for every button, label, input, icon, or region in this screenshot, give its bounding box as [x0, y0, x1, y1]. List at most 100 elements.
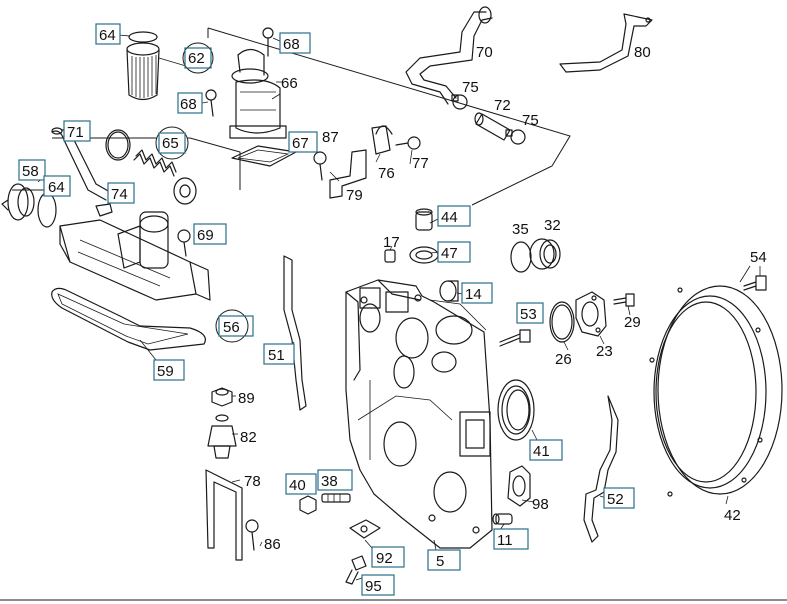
- callout-47: 47: [437, 241, 471, 263]
- svg-text:87: 87: [322, 129, 339, 146]
- callout-23: 23: [596, 343, 613, 360]
- seal-ring-26: [549, 301, 575, 343]
- callout-42: 42: [724, 507, 741, 524]
- callout-11: 11: [493, 528, 529, 550]
- callout-64-top: 64: [95, 23, 121, 45]
- svg-text:68: 68: [283, 36, 300, 53]
- engine-mount-82: [207, 414, 237, 459]
- svg-text:65: 65: [162, 135, 179, 152]
- callout-71: 71: [63, 120, 91, 142]
- svg-text:5: 5: [436, 553, 444, 570]
- gasket-52: [583, 395, 619, 543]
- callout-89: 89: [238, 390, 255, 407]
- svg-text:17: 17: [383, 234, 400, 251]
- svg-text:66: 66: [281, 75, 298, 92]
- svg-text:44: 44: [441, 209, 458, 226]
- callout-14: 14: [461, 282, 493, 304]
- svg-text:40: 40: [289, 477, 306, 494]
- svg-text:23: 23: [596, 343, 613, 360]
- svg-text:92: 92: [376, 550, 393, 567]
- seal-41: [497, 379, 535, 441]
- svg-text:62: 62: [188, 50, 205, 67]
- svg-text:42: 42: [724, 507, 741, 524]
- seal-ring-35: [510, 241, 532, 273]
- callout-26: 26: [555, 351, 572, 368]
- plug-44: [415, 208, 433, 231]
- svg-text:82: 82: [240, 429, 257, 446]
- svg-text:79: 79: [346, 187, 363, 204]
- callout-92: 92: [371, 546, 405, 568]
- callout-29: 29: [624, 314, 641, 331]
- seal-98: [507, 465, 531, 507]
- seal-ring-65a: [105, 129, 131, 161]
- svg-text:72: 72: [494, 97, 511, 114]
- callout-38: 38: [317, 469, 353, 491]
- svg-text:38: 38: [321, 473, 338, 490]
- callout-51: 51: [263, 343, 295, 365]
- svg-text:47: 47: [441, 245, 458, 262]
- svg-text:52: 52: [607, 491, 624, 508]
- bolt-29: [613, 293, 635, 307]
- seal-32: [529, 238, 561, 270]
- clip-76: [371, 125, 393, 155]
- bolt-87: [313, 151, 327, 181]
- callout-35: 35: [512, 221, 529, 238]
- svg-text:74: 74: [111, 186, 128, 203]
- timing-case-cover: [345, 279, 493, 549]
- leader-lines: [37, 34, 761, 581]
- bolt-54: [743, 275, 767, 291]
- callout-72: 72: [494, 97, 511, 114]
- callout-62: 62: [182, 42, 214, 74]
- bolt-86: [245, 519, 259, 551]
- svg-text:67: 67: [292, 135, 309, 152]
- svg-text:53: 53: [520, 306, 537, 323]
- callout-69: 69: [193, 223, 227, 245]
- section-frame-breather: [207, 27, 571, 206]
- svg-text:35: 35: [512, 221, 529, 238]
- callout-68-mid: 68: [177, 92, 203, 114]
- callout-79: 79: [346, 187, 363, 204]
- svg-text:56: 56: [223, 319, 240, 336]
- callout-59: 59: [153, 359, 185, 381]
- callout-5: 5: [427, 549, 461, 571]
- callout-75-b: 75: [522, 112, 539, 129]
- svg-text:64: 64: [48, 179, 65, 196]
- callout-32: 32: [544, 217, 561, 234]
- valve-disc-65: [173, 177, 197, 205]
- callout-78: 78: [244, 473, 261, 490]
- nut-89: [211, 387, 233, 407]
- callout-95: 95: [361, 574, 395, 596]
- callout-76: 76: [378, 165, 395, 182]
- callout-41: 41: [529, 439, 563, 461]
- bolt-68-mid: [205, 89, 217, 117]
- callout-44: 44: [437, 205, 471, 227]
- pin-17: [384, 249, 396, 263]
- svg-text:69: 69: [197, 227, 214, 244]
- crankshaft-seal-ring-42: [649, 285, 783, 497]
- bracket-80: [559, 13, 653, 73]
- bolt-14: [439, 280, 459, 302]
- callout-64-left: 64: [43, 175, 71, 197]
- callout-65: 65: [155, 126, 189, 160]
- breather-pipe: [405, 6, 493, 105]
- bolt-95: [345, 555, 367, 585]
- callout-80: 80: [634, 44, 651, 61]
- svg-text:11: 11: [497, 532, 513, 549]
- svg-text:78: 78: [244, 473, 261, 490]
- bolt-53: [499, 329, 531, 347]
- callout-56: 56: [215, 309, 254, 343]
- bolt-74: [95, 203, 113, 217]
- flange-23: [575, 291, 607, 337]
- callout-67: 67: [288, 131, 318, 153]
- cap-58: [1, 183, 35, 221]
- gasket-92: [349, 519, 381, 539]
- svg-text:77: 77: [412, 155, 429, 172]
- svg-text:41: 41: [533, 443, 550, 460]
- seal-ring-64: [37, 192, 57, 228]
- svg-text:95: 95: [365, 578, 382, 595]
- svg-text:64: 64: [99, 27, 116, 44]
- svg-text:98: 98: [532, 496, 549, 513]
- bolt-69: [177, 229, 191, 257]
- svg-text:51: 51: [268, 347, 285, 364]
